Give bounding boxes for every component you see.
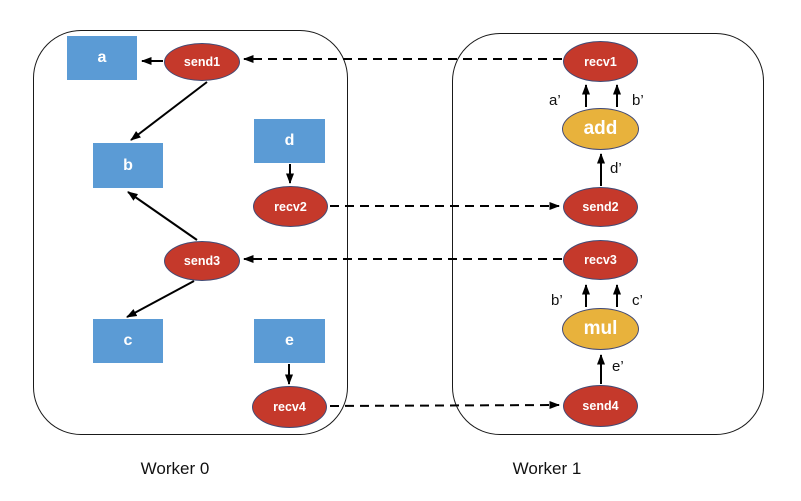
- edge-label-d-prime: d’: [610, 160, 622, 177]
- worker0-box: [33, 30, 348, 435]
- node-add: add: [562, 108, 639, 150]
- edge-label-a-prime: a’: [549, 92, 561, 109]
- node-send3: send3: [164, 241, 240, 281]
- node-recv2: recv2: [253, 186, 328, 227]
- node-send1: send1: [164, 43, 240, 81]
- edge-label-e-prime: e’: [612, 358, 624, 375]
- node-d: d: [254, 119, 325, 163]
- edge-label-c-prime: c’: [632, 292, 643, 309]
- node-send4: send4: [563, 385, 638, 427]
- node-send2: send2: [563, 187, 638, 227]
- worker0-caption: Worker 0: [140, 459, 210, 478]
- node-recv4: recv4: [252, 386, 327, 428]
- worker1-box: [452, 33, 764, 435]
- node-mul: mul: [562, 308, 639, 350]
- node-e: e: [254, 319, 325, 363]
- node-a: a: [67, 36, 137, 80]
- node-c: c: [93, 319, 163, 363]
- worker1-caption: Worker 1: [512, 459, 582, 478]
- node-b: b: [93, 143, 163, 188]
- edge-label-b-prime-mid: b’: [551, 292, 563, 309]
- node-recv3: recv3: [563, 240, 638, 280]
- edge-label-b-prime-top: b’: [632, 92, 644, 109]
- node-recv1: recv1: [563, 41, 638, 82]
